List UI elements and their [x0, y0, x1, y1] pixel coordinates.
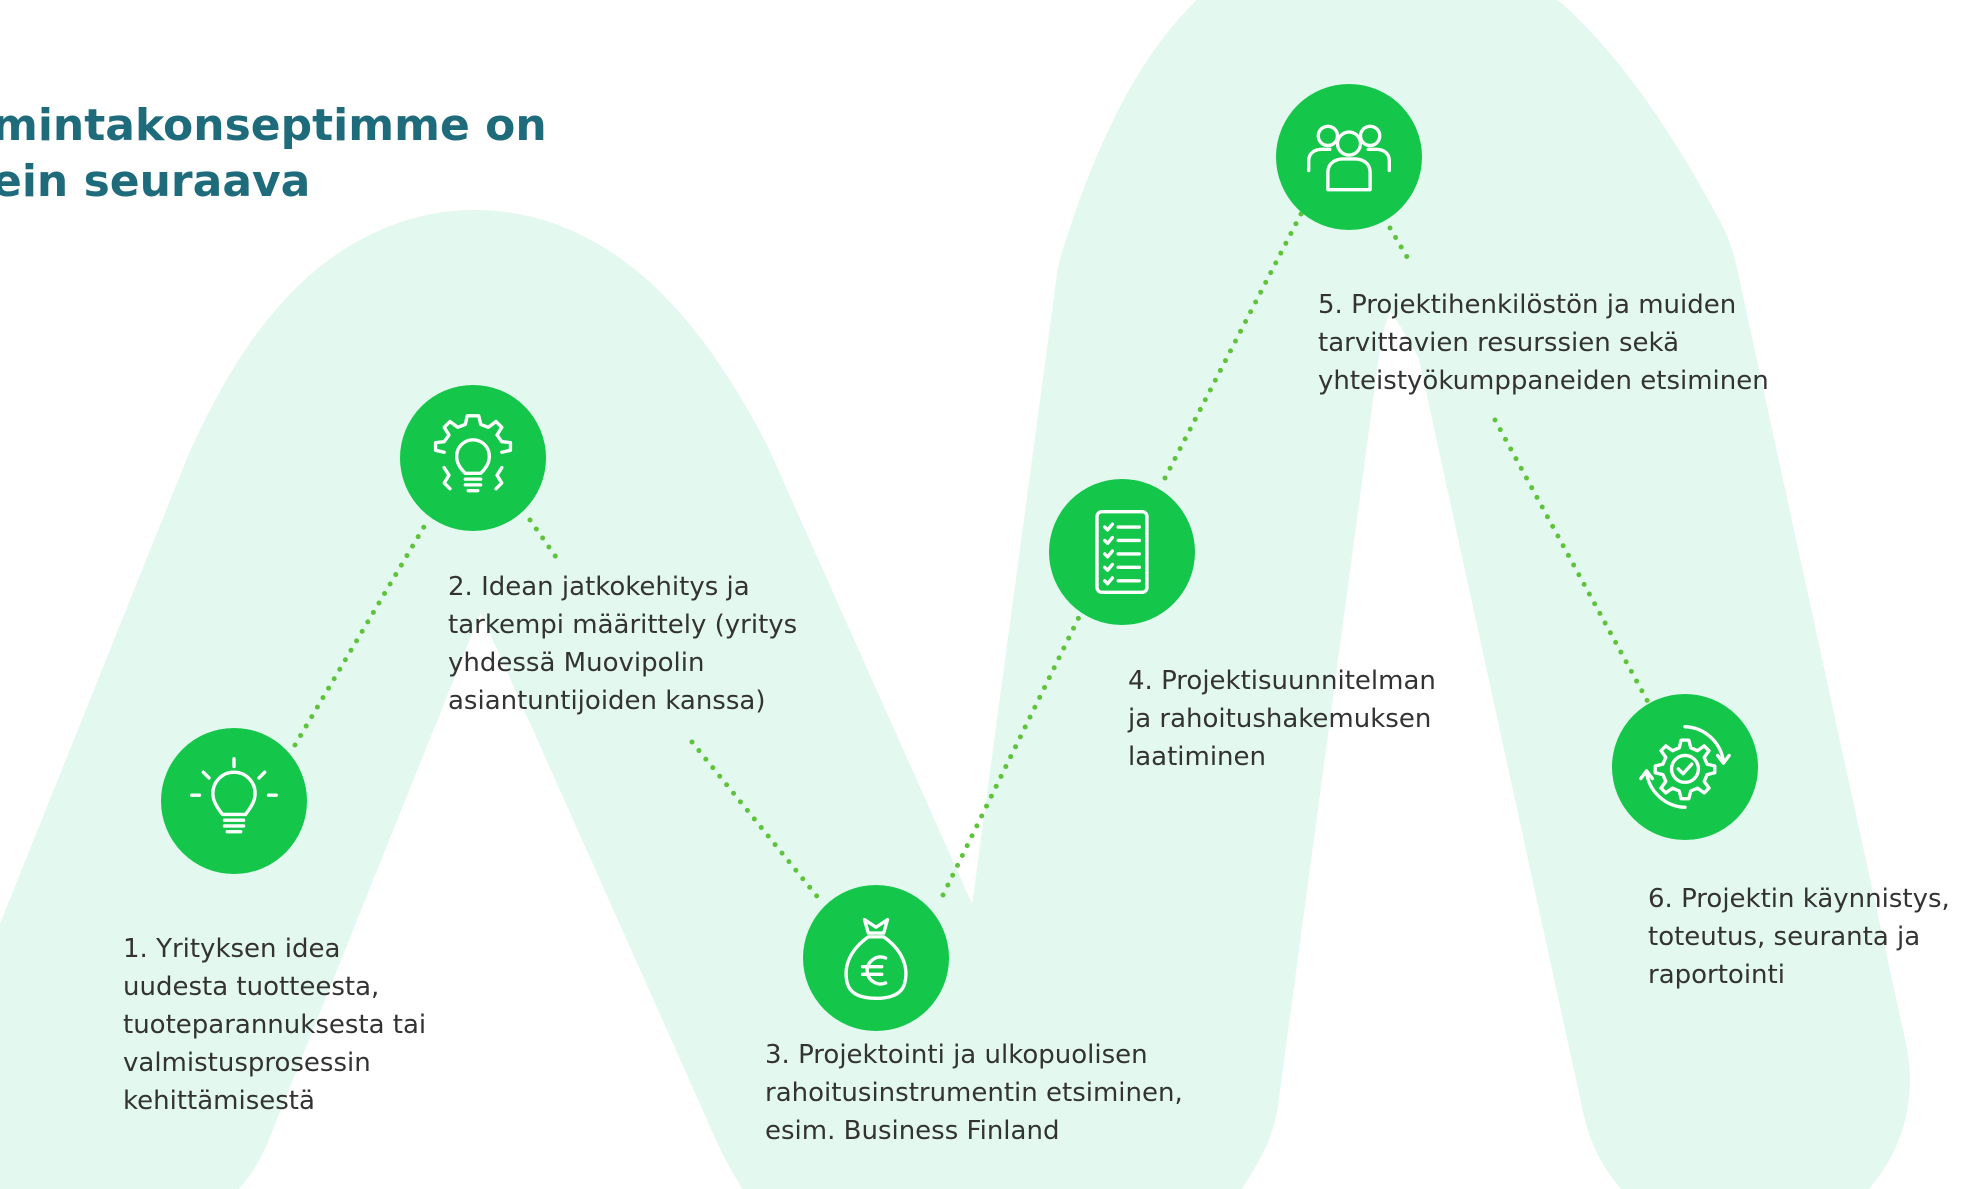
step-2-line: yhdessä Muovipolin [448, 648, 705, 678]
step-1-icon-circle [161, 728, 307, 874]
step-4-line: ja rahoitushakemuksen [1128, 704, 1432, 734]
lightbulb-idea-icon [190, 757, 278, 834]
connector-5-6 [1492, 417, 1658, 718]
step-6-text: 6. Projektin käynnistys, toteutus, seura… [1648, 880, 1950, 994]
connector-5-tick [1387, 225, 1413, 265]
step-4-text: 4. Projektisuunnitelman ja rahoitushakem… [1128, 662, 1436, 776]
step-5-line: tarvittavien resurssien sekä [1318, 328, 1680, 358]
step-2-line: 2. Idean jatkokehitys ja [448, 572, 750, 602]
page-title: mintakonseptimme on ein seuraava [0, 98, 547, 210]
step-2-text: 2. Idean jatkokehitys ja tarkempi määrit… [448, 568, 797, 720]
step-1-line: tuoteparannuksesta tai [123, 1010, 427, 1040]
step-5-line: 5. Projektihenkilöstön ja muiden [1318, 290, 1737, 320]
connector-1-2 [292, 517, 431, 748]
step-2-icon-circle [400, 385, 546, 531]
connector-2-3 [689, 739, 823, 903]
step-3-line: 3. Projektointi ja ulkopuolisen [765, 1040, 1148, 1070]
step-2-line: asiantuntijoiden kanssa) [448, 686, 766, 716]
step-6-line: 6. Projektin käynnistys, [1648, 884, 1950, 914]
step-3-icon-circle [803, 885, 949, 1031]
step-3-line: rahoitusinstrumentin etsiminen, [765, 1078, 1183, 1108]
step-1-line: uudesta tuotteesta, [123, 972, 380, 1002]
step-4-line: 4. Projektisuunnitelman [1128, 666, 1436, 696]
team-people-icon [1307, 124, 1391, 192]
gear-check-cycle-icon [1639, 725, 1731, 809]
checklist-icon [1095, 510, 1149, 594]
step-1-line: valmistusprosessin [123, 1048, 371, 1078]
step-3-line: esim. Business Finland [765, 1116, 1060, 1146]
winding-path-band [0, 0, 1910, 1189]
step-1-text: 1. Yrityksen idea uudesta tuotteesta, tu… [123, 930, 426, 1120]
title-line-1: mintakonseptimme on [0, 100, 547, 151]
step-5-line: yhteistyökumppaneiden etsiminen [1318, 366, 1769, 396]
step-5-icon-circle [1276, 84, 1422, 230]
connector-2-tick [527, 517, 561, 563]
step-1-line: kehittämisestä [123, 1086, 315, 1116]
step-1-line: 1. Yrityksen idea [123, 934, 341, 964]
step-5-text: 5. Projektihenkilöstön ja muiden tarvitt… [1318, 286, 1769, 400]
step-2-line: tarkempi määrittely (yritys [448, 610, 798, 640]
dotted-connectors [292, 209, 1658, 903]
step-6-line: raportointi [1648, 960, 1785, 990]
step-4-line: laatiminen [1128, 742, 1267, 772]
step-3-text: 3. Projektointi ja ulkopuolisen rahoitus… [765, 1036, 1183, 1150]
connector-3-4 [940, 612, 1083, 898]
step-6-icon-circle [1612, 694, 1758, 840]
step-4-icon-circle [1049, 479, 1195, 625]
gear-lightbulb-icon [433, 414, 513, 493]
money-bag-euro-icon [844, 917, 908, 1000]
title-line-2: ein seuraava [0, 156, 311, 207]
step-6-line: toteutus, seuranta ja [1648, 922, 1921, 952]
